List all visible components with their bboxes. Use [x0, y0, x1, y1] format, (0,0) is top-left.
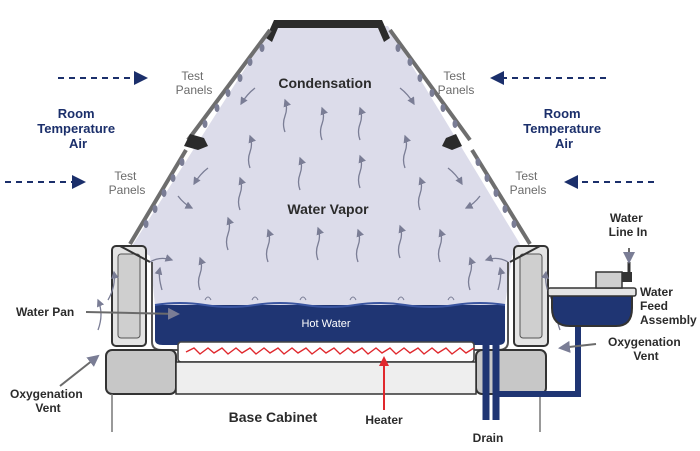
room-temperature-air-left: Room Temperature Air — [37, 106, 118, 151]
drain-pipe — [482, 340, 500, 420]
condensate-flow-arrows — [177, 87, 481, 209]
heater-pointer-head — [379, 356, 389, 366]
room-air-line: Air — [555, 136, 573, 151]
test-panels-label-top-left: Test Panels — [176, 69, 213, 97]
water-feed-assembly-label: Water Feed Assembly — [640, 285, 697, 327]
room-air-line: Temperature — [523, 121, 601, 136]
water-line-in-line: Water — [610, 211, 643, 225]
room-air-line: Room — [544, 106, 581, 121]
heater-coil — [185, 347, 475, 355]
oxygenation-vent-right-label: Oxygenation Vent — [608, 335, 684, 363]
oxygenation-vent-line: Oxygenation — [608, 335, 681, 349]
chamber-top-cap — [266, 20, 390, 42]
test-panels-line: Test — [515, 169, 538, 183]
oxygenation-vent-line: Vent — [35, 401, 60, 415]
oxygenation-vent-line: Oxygenation — [10, 387, 83, 401]
rising-vapor-arrows — [197, 98, 476, 291]
water-line-in-line: Line In — [609, 225, 648, 239]
test-panels-line: Test — [181, 69, 204, 83]
oxygenation-vent-line: Vent — [633, 349, 658, 363]
test-panels-label-mid-right: Test Panels — [510, 169, 547, 197]
test-panels-label-mid-left: Test Panels — [109, 169, 146, 197]
water-feed-line: Water — [640, 285, 673, 299]
hot-water-label: Hot Water — [301, 318, 350, 330]
room-air-line: Air — [69, 136, 87, 151]
feed-pipe — [496, 320, 581, 397]
condensation-label: Condensation — [278, 75, 371, 91]
water-pan-label: Water Pan — [16, 305, 74, 319]
label-pointers — [59, 248, 635, 387]
hot-water — [155, 305, 505, 345]
left-test-panel-wall-lower — [128, 148, 188, 246]
test-panels-line: Test — [443, 69, 466, 83]
water-line-in-label: Water Line In — [609, 211, 648, 239]
water-feed-line: Feed — [640, 299, 668, 313]
heater-housing — [177, 341, 475, 363]
test-panels-label-top-right: Test Panels — [438, 69, 475, 97]
room-air-line: Temperature — [37, 121, 115, 136]
heater-label: Heater — [365, 413, 403, 427]
water-vapor-label: Water Vapor — [287, 201, 369, 217]
base-cabinet-label: Base Cabinet — [229, 409, 318, 425]
left-test-panel-wall-upper — [186, 28, 272, 142]
drain-label: Drain — [473, 431, 504, 445]
right-side-housing — [509, 245, 549, 347]
room-air-arrows — [5, 71, 654, 189]
oxygenation-vent-left-label: Oxygenation Vent — [10, 387, 86, 415]
right-panel-rack-clip — [442, 134, 462, 150]
chamber-vapor-region — [132, 26, 520, 305]
water-surface-line — [154, 302, 506, 308]
water-feed-assembly — [547, 262, 637, 327]
test-panels-line: Panels — [109, 183, 146, 197]
base-cabinet — [105, 349, 547, 432]
room-temperature-air-right: Room Temperature Air — [523, 106, 604, 151]
steam-bubbles — [204, 296, 455, 301]
left-side-housing — [111, 245, 151, 347]
left-panel-rack-clip — [184, 134, 208, 150]
test-panels-line: Test — [114, 169, 137, 183]
test-panels-line: Panels — [510, 183, 547, 197]
room-air-line: Room — [58, 106, 95, 121]
condensation-droplets — [143, 44, 517, 228]
test-panels-line: Panels — [176, 83, 213, 97]
water-feed-line: Assembly — [640, 313, 697, 327]
test-panels-line: Panels — [438, 83, 475, 97]
right-test-panel-wall-lower — [470, 148, 532, 246]
